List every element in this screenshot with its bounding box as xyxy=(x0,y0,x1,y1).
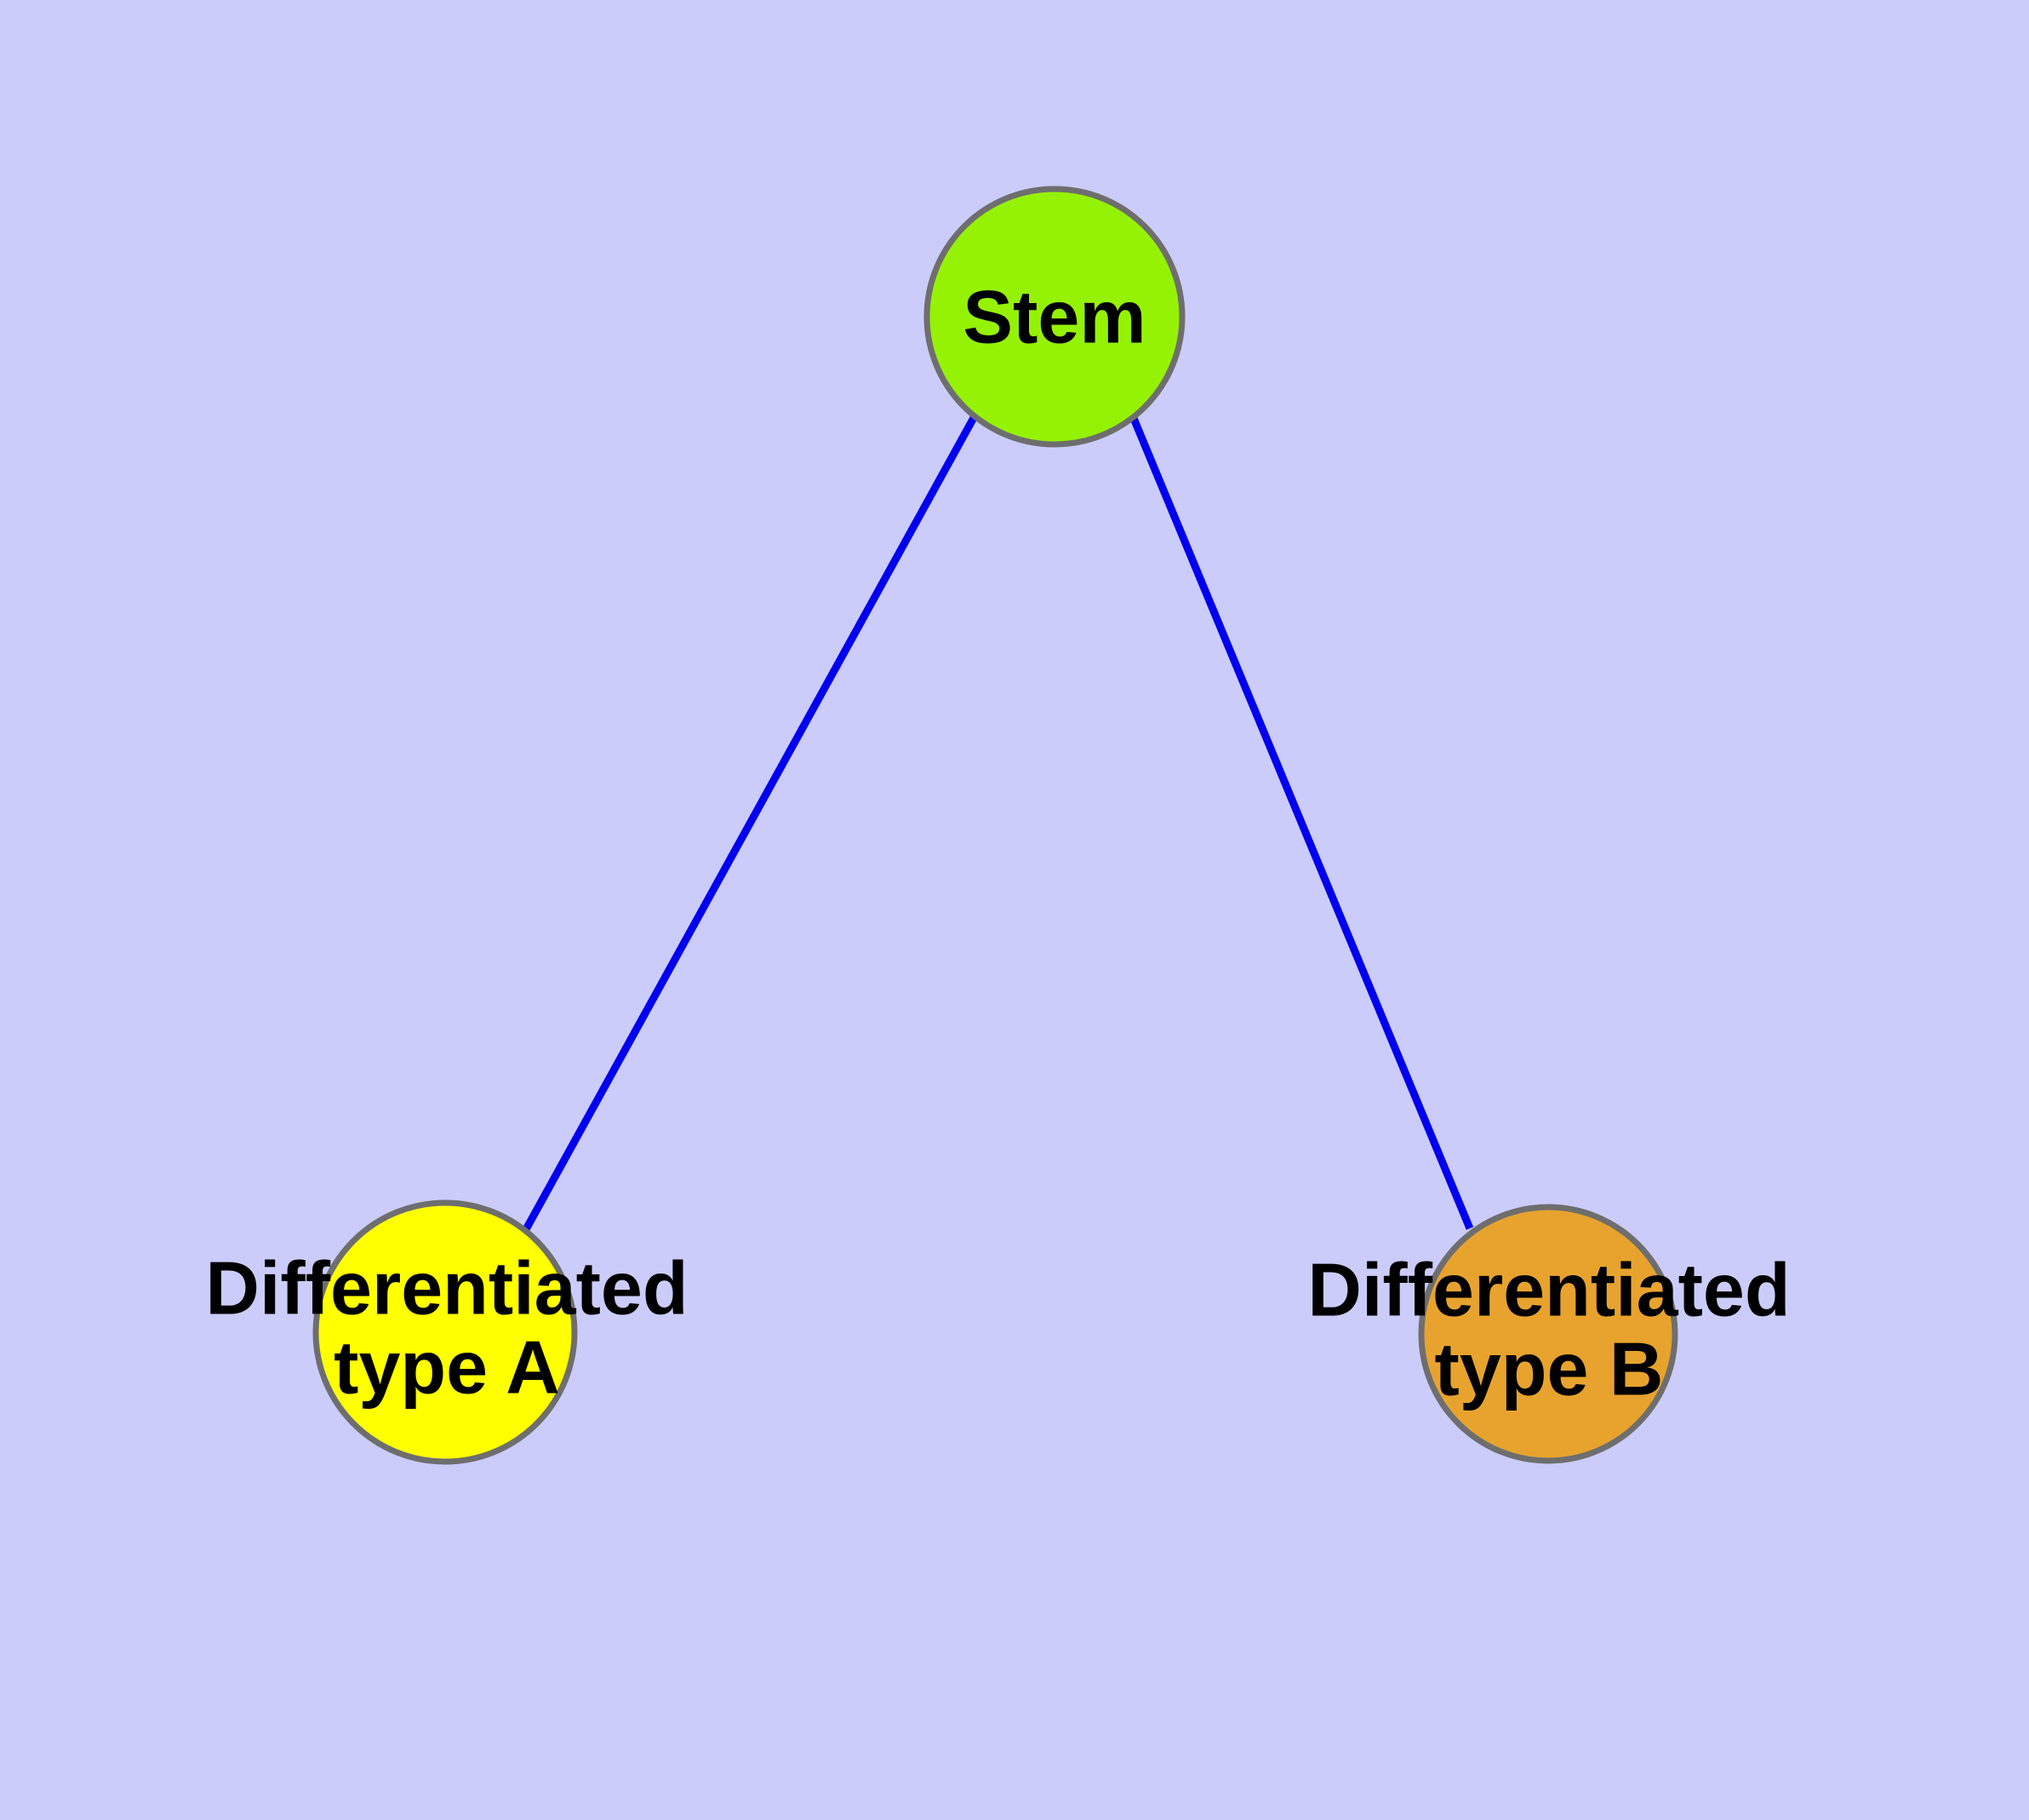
node-circle-stem[interactable] xyxy=(923,186,1186,448)
node-circle-differentiated-type-a[interactable] xyxy=(312,1199,578,1465)
edge-stem-to-differentiated-type-b xyxy=(1129,415,1474,1230)
node-circle-differentiated-type-b[interactable] xyxy=(1418,1204,1678,1464)
edge-stem-to-differentiated-type-a xyxy=(522,414,978,1233)
edge-layer xyxy=(522,414,1474,1233)
node-layer xyxy=(312,186,1678,1465)
